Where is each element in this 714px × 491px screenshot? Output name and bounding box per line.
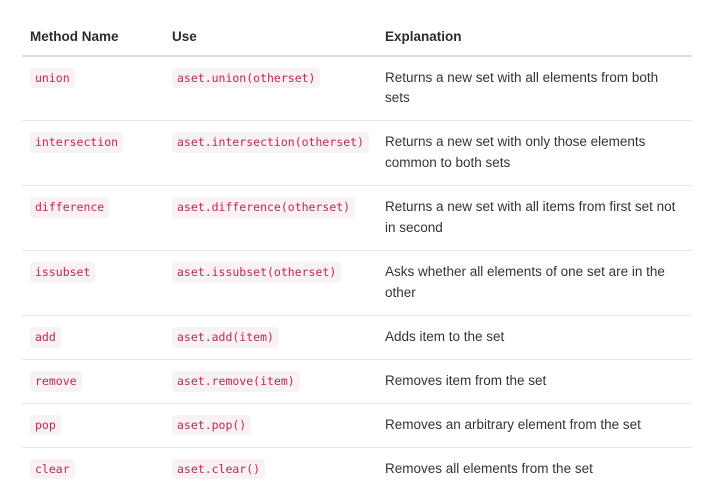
cell-use: aset.pop() [164, 402, 377, 448]
cell-explanation: Removes an arbitrary element from the se… [377, 402, 692, 448]
cell-explanation: Returns a new set with all items from fi… [377, 185, 692, 251]
set-methods-table: Method Name Use Explanation union aset.u… [22, 22, 692, 491]
method-use-code: aset.pop() [172, 414, 252, 436]
cell-method-name: difference [22, 185, 164, 251]
cell-method-name: add [22, 314, 164, 360]
method-use-code: aset.difference(otherset) [172, 197, 356, 218]
method-name-code: add [30, 326, 61, 348]
method-name-code: issubset [30, 262, 96, 283]
cell-use: aset.remove(item) [164, 358, 377, 404]
method-name-code: intersection [30, 132, 124, 154]
table-row: pop aset.pop() Removes an arbitrary elem… [22, 402, 692, 448]
cell-use: aset.clear() [164, 446, 377, 491]
cell-method-name: union [22, 56, 164, 121]
cell-explanation: Removes item from the set [377, 358, 692, 404]
cell-method-name: intersection [22, 120, 164, 186]
cell-method-name: issubset [22, 250, 164, 316]
method-use-code: aset.intersection(otherset) [172, 132, 369, 154]
cell-method-name: pop [22, 402, 164, 448]
table-row: intersection aset.intersection(otherset)… [22, 120, 692, 186]
table-row: union aset.union(otherset) Returns a new… [22, 56, 692, 121]
method-name-code: pop [30, 414, 61, 436]
cell-explanation: Returns a new set with all elements from… [377, 56, 692, 121]
table-header: Method Name Use Explanation [22, 22, 692, 57]
table-row: clear aset.clear() Removes all elements … [22, 446, 692, 491]
table-row: difference aset.difference(otherset) Ret… [22, 185, 692, 251]
table-row: remove aset.remove(item) Removes item fr… [22, 358, 692, 404]
method-explanation-text: Removes all elements from the set [385, 460, 593, 476]
method-explanation-text: Returns a new set with all items from fi… [385, 199, 676, 236]
cell-use: aset.add(item) [164, 314, 377, 360]
method-explanation-text: Asks whether all elements of one set are… [385, 264, 665, 300]
cell-explanation: Adds item to the set [377, 314, 692, 360]
cell-explanation: Asks whether all elements of one set are… [377, 250, 692, 316]
method-name-code: remove [30, 370, 82, 392]
method-use-code: aset.union(otherset) [172, 67, 321, 89]
method-explanation-text: Removes item from the set [385, 372, 547, 388]
method-use-code: aset.clear() [172, 458, 266, 480]
cell-use: aset.issubset(otherset) [164, 250, 377, 316]
cell-method-name: remove [22, 358, 164, 404]
method-name-code: clear [30, 458, 75, 480]
page-root: Method Name Use Explanation union aset.u… [22, 22, 692, 491]
cell-explanation: Removes all elements from the set [377, 446, 692, 491]
method-use-code: aset.issubset(otherset) [172, 262, 342, 283]
cell-method-name: clear [22, 446, 164, 491]
method-use-code: aset.remove(item) [172, 370, 300, 392]
method-explanation-text: Returns a new set with all elements from… [385, 69, 659, 106]
set-methods-table-container: Method Name Use Explanation union aset.u… [22, 22, 692, 491]
method-name-code: difference [30, 197, 110, 218]
column-header-method-name: Method Name [22, 22, 164, 57]
cell-use: aset.intersection(otherset) [164, 120, 377, 186]
table-header-row: Method Name Use Explanation [22, 22, 692, 57]
method-explanation-text: Returns a new set with only those elemen… [385, 134, 646, 171]
cell-use: aset.union(otherset) [164, 56, 377, 121]
table-body: union aset.union(otherset) Returns a new… [22, 56, 692, 491]
cell-use: aset.difference(otherset) [164, 185, 377, 251]
column-header-explanation: Explanation [377, 22, 692, 57]
method-explanation-text: Adds item to the set [385, 328, 505, 344]
cell-explanation: Returns a new set with only those elemen… [377, 120, 692, 186]
table-row: issubset aset.issubset(otherset) Asks wh… [22, 250, 692, 316]
method-use-code: aset.add(item) [172, 326, 279, 348]
table-row: add aset.add(item) Adds item to the set [22, 314, 692, 360]
method-name-code: union [30, 67, 75, 89]
method-explanation-text: Removes an arbitrary element from the se… [385, 416, 641, 432]
column-header-use: Use [164, 22, 377, 57]
